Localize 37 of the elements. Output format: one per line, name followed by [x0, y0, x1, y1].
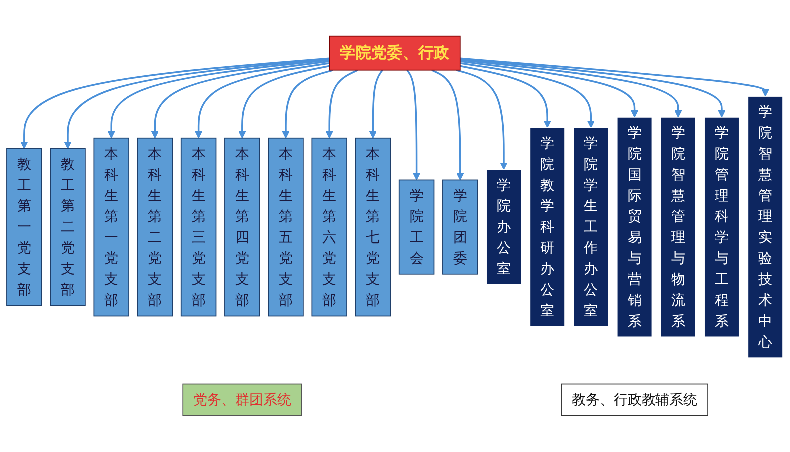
arrow [432, 70, 464, 181]
node-box: 本科生第四党支部 [224, 138, 260, 317]
node-box: 学院团委 [442, 180, 478, 275]
arrow [460, 58, 770, 97]
node-box: 学院国际贸易与营销系 [616, 117, 653, 338]
node-box: 学院党委、行政 [329, 36, 461, 71]
node-box: 学院工会 [398, 180, 435, 275]
node-box: 党务、群团系统 [182, 384, 302, 416]
node-box: 教务、行政教辅系统 [561, 384, 708, 416]
arrow [369, 70, 384, 139]
node-box: 学院学生工作办公室 [573, 127, 610, 328]
arrow [108, 59, 330, 139]
arrow [460, 59, 682, 118]
arrow [326, 70, 358, 139]
arrow [456, 70, 508, 170]
node-box: 本科生第七党支部 [355, 138, 392, 317]
arrow [406, 70, 421, 181]
node-box: 学院管理科学与工程系 [704, 117, 740, 338]
node-box: 本科生第六党支部 [312, 138, 348, 317]
arrow [238, 65, 330, 139]
arrow [460, 60, 639, 118]
arrow [460, 62, 596, 128]
node-box: 学院教学科研办公室 [530, 127, 566, 328]
node-box: 本科生第三党支部 [180, 138, 217, 317]
node-box: 教工第二党支部 [50, 148, 86, 306]
arrow [151, 60, 330, 139]
arrow [460, 65, 552, 128]
arrow [194, 62, 330, 139]
node-box: 学院智慧管理与物流系 [660, 117, 696, 338]
arrow [282, 70, 334, 139]
node-box: 本科生第一党支部 [94, 138, 130, 317]
node-box: 学院办公室 [486, 169, 522, 286]
arrow [460, 58, 726, 118]
node-box: 学院智慧管理实验技术中心 [748, 96, 784, 359]
node-box: 本科生第二党支部 [137, 138, 174, 317]
node-box: 本科生第五党支部 [268, 138, 304, 317]
node-box: 教工第一党支部 [6, 148, 42, 306]
